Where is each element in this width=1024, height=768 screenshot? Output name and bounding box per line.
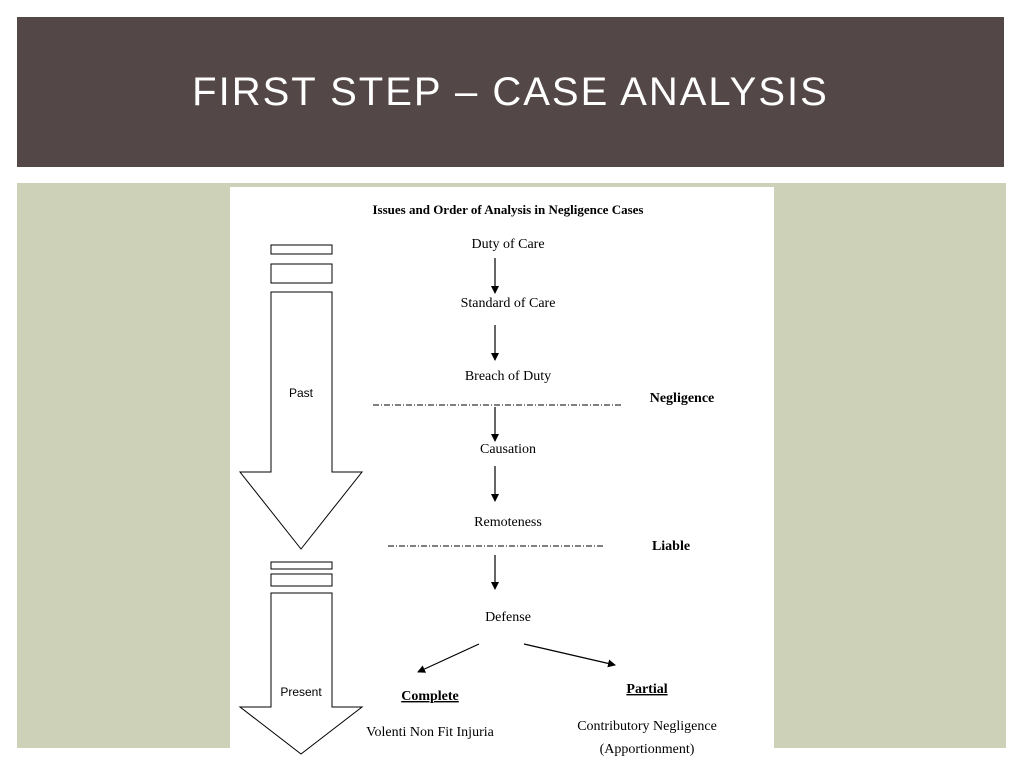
- title-bar: FIRST STEP – CASE ANALYSIS: [17, 17, 1004, 167]
- present-arrow-cap-1: [270, 561, 333, 570]
- diagram-card: Issues and Order of Analysis in Negligen…: [230, 187, 774, 768]
- outcome-partial-desc-1: Contributory Negligence: [577, 719, 717, 734]
- step-defense: Defense: [485, 610, 531, 625]
- past-arrow-cap-1: [270, 244, 333, 255]
- present-timeline-arrow: [238, 592, 364, 755]
- present-label: Present: [280, 685, 322, 699]
- liable-label: Liable: [652, 539, 690, 554]
- past-label: Past: [289, 386, 314, 400]
- outcome-partial-desc-2: (Apportionment): [600, 742, 695, 757]
- slide-title: FIRST STEP – CASE ANALYSIS: [192, 69, 829, 114]
- outcome-complete-desc: Volenti Non Fit Injuria: [366, 725, 494, 740]
- step-breach-of-duty: Breach of Duty: [465, 369, 551, 384]
- past-timeline-arrow: [238, 291, 364, 550]
- past-arrow-cap-2: [270, 263, 333, 284]
- diagram-heading: Issues and Order of Analysis in Negligen…: [373, 202, 644, 217]
- step-remoteness: Remoteness: [474, 515, 542, 530]
- branch-arrow-complete: [417, 643, 480, 673]
- outcome-partial-heading: Partial: [626, 682, 667, 697]
- step-duty-of-care: Duty of Care: [471, 237, 544, 252]
- step-standard-of-care: Standard of Care: [461, 296, 556, 311]
- step-causation: Causation: [480, 442, 536, 457]
- negligence-label: Negligence: [650, 391, 715, 406]
- negligence-flow-diagram: Issues and Order of Analysis in Negligen…: [238, 202, 717, 757]
- outcome-complete-heading: Complete: [401, 689, 459, 704]
- present-arrow-cap-2: [270, 573, 333, 587]
- branch-arrow-partial: [523, 643, 616, 668]
